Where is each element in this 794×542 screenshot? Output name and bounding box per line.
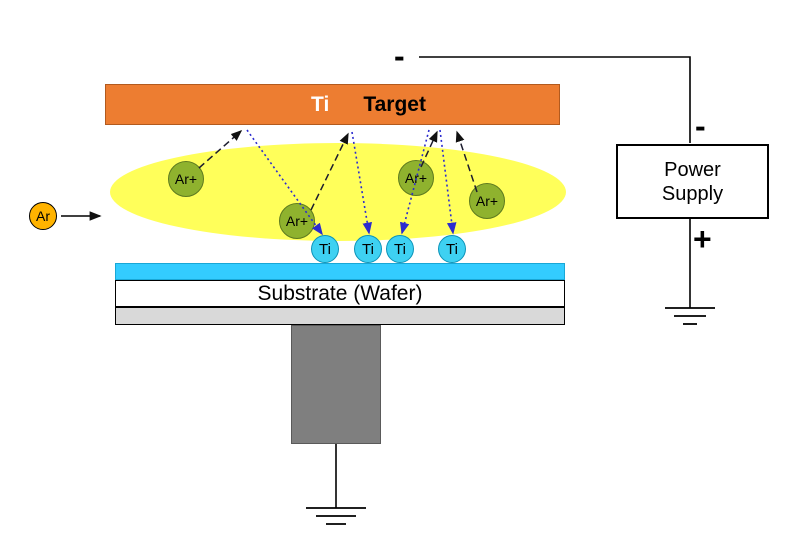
plus-terminal-supply: + [693, 221, 712, 257]
ar-ion-label: Ar+ [285, 213, 309, 229]
minus-terminal-wire: - [394, 38, 405, 74]
ar-ion-label: Ar+ [404, 170, 428, 186]
pedestal-ground-symbol [306, 507, 366, 525]
ar-gas-atom: Ar [29, 202, 57, 230]
ar-ion: Ar+ [469, 183, 505, 219]
supply-ground-symbol [665, 307, 715, 325]
pedestal [291, 325, 381, 444]
ti-atom: Ti [311, 235, 339, 263]
ti-atom: Ti [354, 235, 382, 263]
ar-ion-label: Ar+ [475, 193, 499, 209]
target-material-label: Ti [311, 92, 330, 116]
ar-ion: Ar+ [398, 160, 434, 196]
minus-terminal-supply: - [695, 108, 706, 144]
ti-atom-label: Ti [319, 240, 331, 258]
ti-atom-label: Ti [446, 240, 458, 258]
substrate-bar: Substrate (Wafer) [115, 280, 565, 307]
ar-ion-label: Ar+ [174, 171, 198, 187]
power-supply-label: Power Supply [661, 158, 724, 205]
base-plate [115, 307, 565, 325]
ar-ion: Ar+ [168, 161, 204, 197]
film-layer [115, 263, 565, 280]
ti-atom: Ti [386, 235, 414, 263]
ar-gas-label: Ar [36, 208, 50, 224]
ti-atom: Ti [438, 235, 466, 263]
ti-atom-label: Ti [362, 240, 374, 258]
target-name-label: Target [363, 92, 426, 116]
ti-atom-label: Ti [394, 240, 406, 258]
ar-ion: Ar+ [279, 203, 315, 239]
power-supply-box: Power Supply [616, 144, 769, 219]
target-bar: Ti Target [105, 84, 560, 125]
substrate-label: Substrate (Wafer) [257, 281, 423, 305]
